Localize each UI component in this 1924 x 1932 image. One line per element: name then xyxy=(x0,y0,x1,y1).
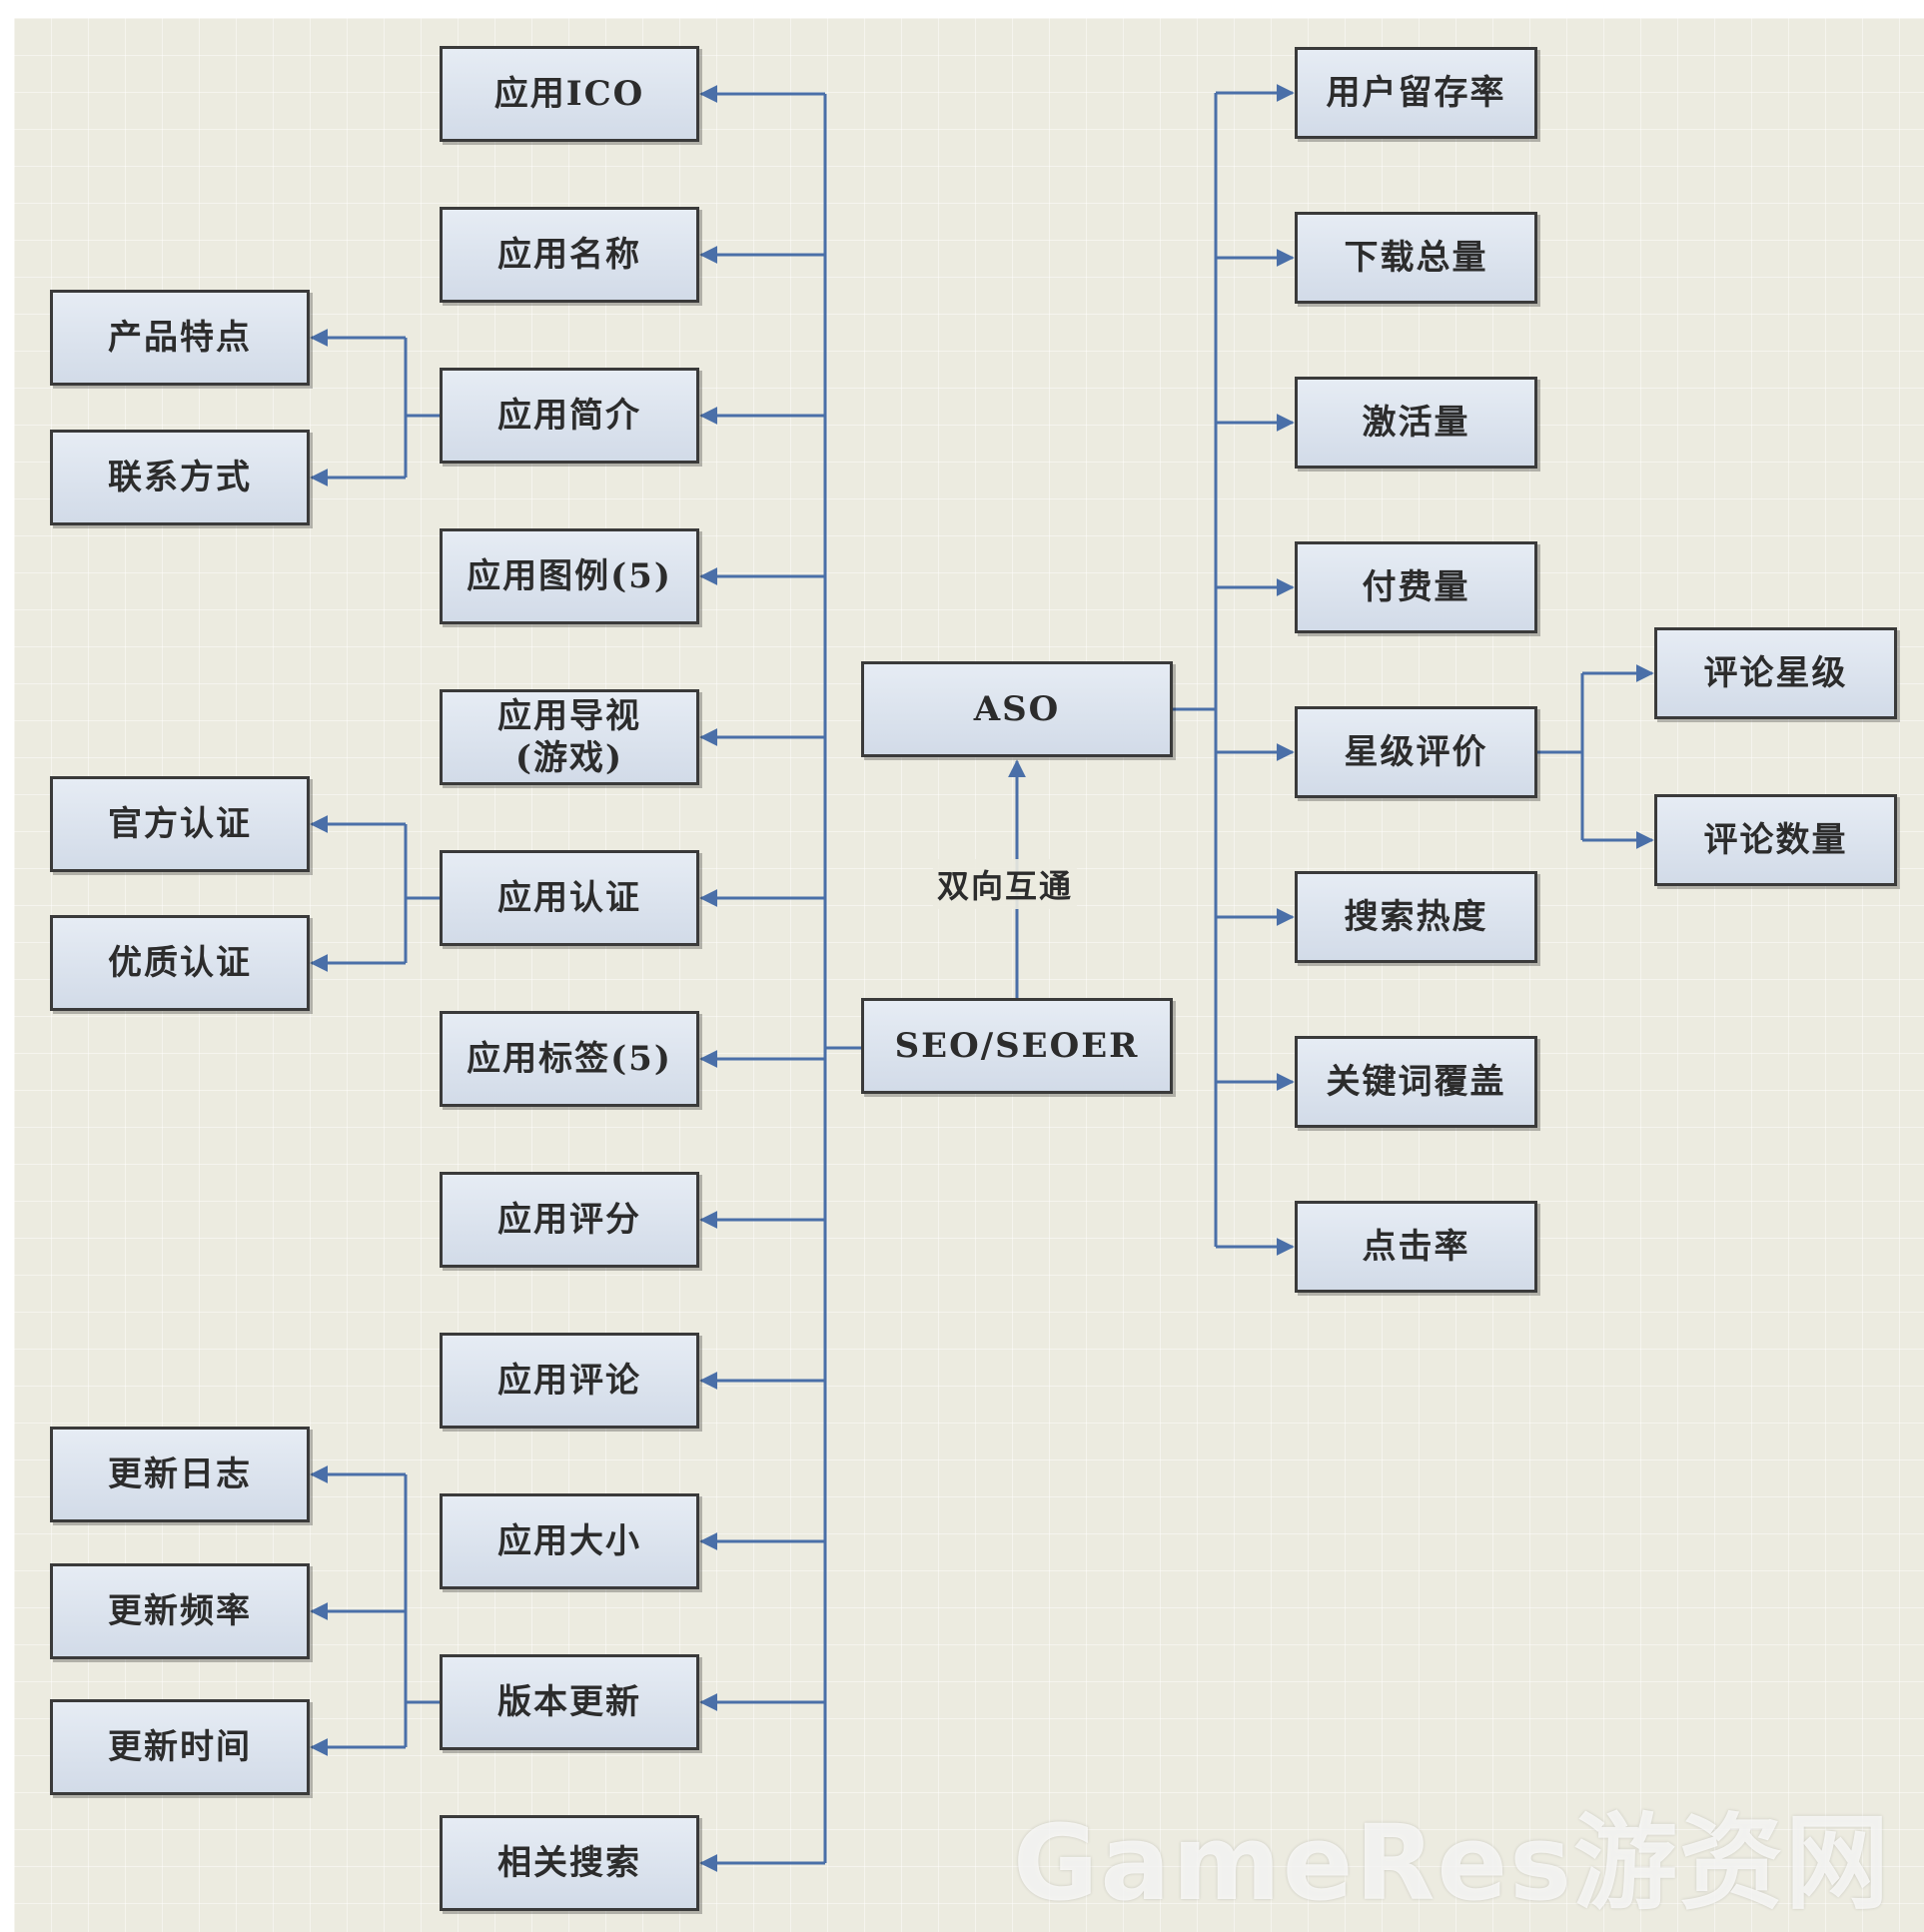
aso-node: ASO xyxy=(861,661,1173,757)
node-activations: 激活量 xyxy=(1295,377,1537,469)
node-app-screenshots: 应用图例(5) xyxy=(440,528,699,624)
node-payments: 付费量 xyxy=(1295,541,1537,633)
node-keyword-coverage: 关键词覆盖 xyxy=(1295,1036,1537,1128)
node-downloads: 下载总量 xyxy=(1295,212,1537,304)
seo-node: SEO/SEOER xyxy=(861,998,1173,1094)
node-app-size: 应用大小 xyxy=(440,1493,699,1589)
node-app-name: 应用名称 xyxy=(440,207,699,303)
node-app-tags: 应用标签(5) xyxy=(440,1011,699,1107)
node-app-video: 应用导视 (游戏) xyxy=(440,689,699,785)
node-quality-cert: 优质认证 xyxy=(50,915,310,1011)
node-retention: 用户留存率 xyxy=(1295,47,1537,139)
node-app-icon: 应用ICO xyxy=(440,46,699,142)
node-product-features: 产品特点 xyxy=(50,290,310,386)
connector-layer xyxy=(310,84,1654,1872)
node-comment-count: 评论数量 xyxy=(1654,794,1897,886)
node-ctr: 点击率 xyxy=(1295,1201,1537,1293)
watermark: GameRes游资网 xyxy=(1013,1802,1891,1924)
node-update-frequency: 更新频率 xyxy=(50,1563,310,1659)
node-version-update: 版本更新 xyxy=(440,1654,699,1750)
node-app-score: 应用评分 xyxy=(440,1172,699,1268)
node-official-cert: 官方认证 xyxy=(50,776,310,872)
node-app-intro: 应用简介 xyxy=(440,368,699,464)
node-comment-stars: 评论星级 xyxy=(1654,627,1897,719)
node-app-comments: 应用评论 xyxy=(440,1333,699,1429)
node-update-log: 更新日志 xyxy=(50,1427,310,1522)
node-search-heat: 搜索热度 xyxy=(1295,871,1537,963)
node-update-time: 更新时间 xyxy=(50,1699,310,1795)
node-related-search: 相关搜索 xyxy=(440,1815,699,1911)
node-star-rating: 星级评价 xyxy=(1295,706,1537,798)
bidirectional-label: 双向互通 xyxy=(933,859,1078,909)
node-contact: 联系方式 xyxy=(50,430,310,525)
diagram-canvas: ASO SEO/SEOER 双向互通 应用ICO 应用名称 应用简介 应用图例(… xyxy=(14,18,1924,1932)
node-app-cert: 应用认证 xyxy=(440,850,699,946)
